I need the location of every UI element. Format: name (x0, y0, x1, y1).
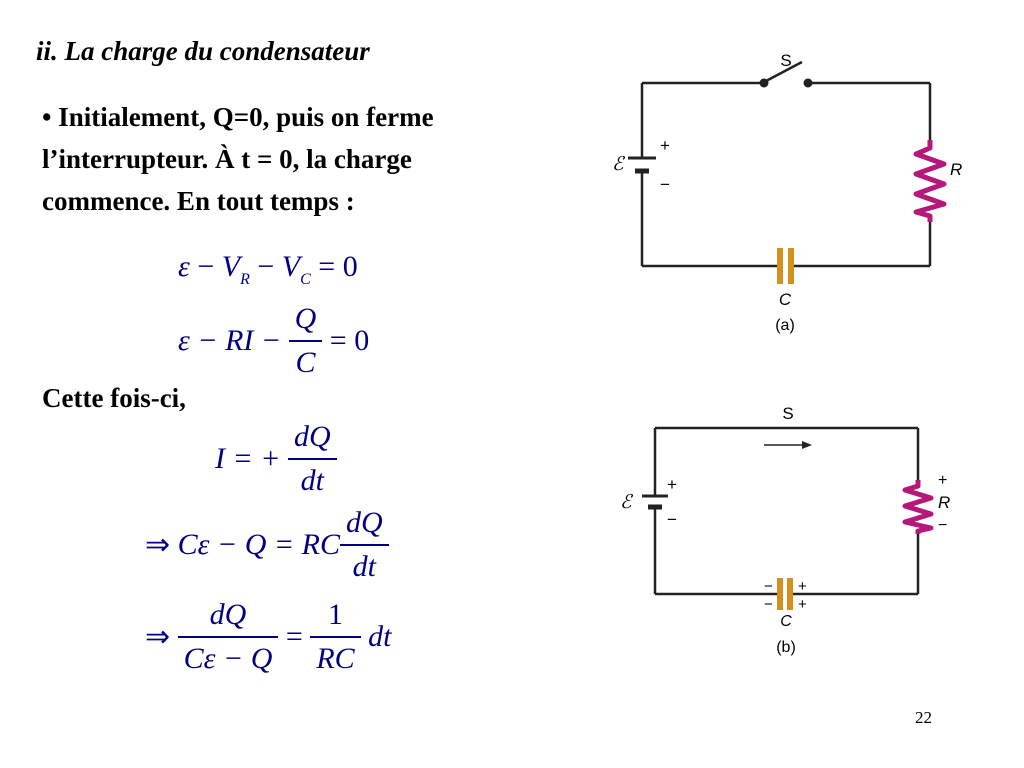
eq1-v-r: V (221, 250, 241, 283)
eq1-epsilon: ε (178, 250, 190, 283)
circuit-a-capacitor-label: C (779, 290, 792, 309)
circuit-a-battery-minus: − (660, 175, 670, 194)
slide-title: ii. La charge du condensateur (36, 36, 370, 66)
eq2-denominator: C (295, 346, 316, 379)
eq3-numerator: dQ (287, 420, 337, 460)
circuit-a-resistor-label: R (950, 160, 962, 179)
eq4-denominator: dt (352, 550, 376, 583)
circuit-a-diagram: S ℰ + − R C (a) (612, 51, 962, 334)
eq5-fraction-1: dQ Cε − Q (177, 598, 279, 676)
circuit-b-capacitor-label: C (780, 613, 792, 630)
circuit-b-cap-minus-bottom: − (764, 596, 773, 613)
circuit-b-resistor (902, 480, 934, 534)
circuit-b-battery-minus: − (667, 510, 677, 529)
eq5-implies-arrow: ⇒ (145, 620, 171, 654)
circuit-a-resistor (913, 140, 947, 222)
circuit-b-emf-label: ℰ (620, 491, 634, 513)
circuit-a-switch-contact-left (759, 78, 769, 88)
eq1-sub-r: R (240, 271, 250, 288)
circuit-a-caption: (a) (775, 317, 795, 334)
eq4-fraction: dQ dt (339, 506, 389, 584)
eq2-numerator: Q (288, 302, 323, 342)
circuit-b-current-arrowhead (802, 441, 812, 449)
bullet-line-2: l’interrupteur. À t = 0, la charge (42, 144, 412, 174)
eq3-lhs: I = + (215, 442, 288, 475)
eq3-fraction: dQ dt (287, 420, 337, 498)
eq1-minus-2: − (249, 250, 282, 283)
eq2-lhs: ε − RI − (178, 324, 289, 357)
page-number: 22 (915, 708, 932, 727)
bullet-line-1: • Initialement, Q=0, puis on ferme (42, 102, 434, 132)
eq1-rhs: = 0 (310, 250, 358, 283)
circuit-b-battery-plus: + (667, 475, 677, 494)
circuit-b-switch-label: S (782, 404, 793, 423)
circuit-b-resistor-minus: − (938, 517, 947, 534)
cette-fois-label: Cette fois-ci, (42, 383, 186, 413)
eq5-tail: dt (360, 620, 392, 653)
eq5-denominator-2: RC (316, 642, 355, 675)
circuit-b-resistor-label: R (938, 493, 950, 512)
eq1-minus-1: − (189, 250, 222, 283)
circuit-b-caption: (b) (776, 639, 796, 656)
bullet-line-3: commence. En tout temps : (42, 186, 355, 216)
circuit-b-cap-minus-top: − (764, 578, 773, 595)
circuit-b-resistor-plus: + (938, 472, 947, 489)
circuit-a-switch-contact-right (803, 78, 813, 88)
circuit-a-battery-plus: + (660, 136, 670, 155)
equation-1: ε − VR − VC = 0 (178, 250, 358, 288)
eq4-implies-arrow: ⇒ (145, 528, 171, 562)
equation-3: I = + dQ dt (215, 420, 337, 498)
circuit-b-cap-plus-bottom: + (798, 596, 807, 613)
bullet-paragraph: • Initialement, Q=0, puis on ferme l’int… (42, 96, 562, 222)
circuit-b-cap-plus-top: + (798, 578, 807, 595)
circuit-a-emf-label: ℰ (612, 153, 626, 175)
eq2-rhs: = 0 (322, 324, 370, 357)
eq1-sub-c: C (300, 271, 311, 288)
circuit-a-switch-label: S (780, 51, 791, 70)
eq5-denominator-1: Cε − Q (183, 642, 273, 675)
eq5-numerator-1: dQ (177, 598, 279, 638)
eq5-equals: = (278, 620, 311, 653)
circuit-a-switch-blade (765, 60, 803, 83)
eq4-lhs: Cε − Q = RC (170, 528, 340, 561)
eq4-numerator: dQ (339, 506, 389, 546)
eq1-v-c: V (281, 250, 301, 283)
eq5-numerator-2: 1 (310, 598, 361, 638)
circuit-b-diagram: S ℰ + − + R − − + − + C (b) (620, 404, 950, 656)
eq3-denominator: dt (300, 464, 324, 497)
